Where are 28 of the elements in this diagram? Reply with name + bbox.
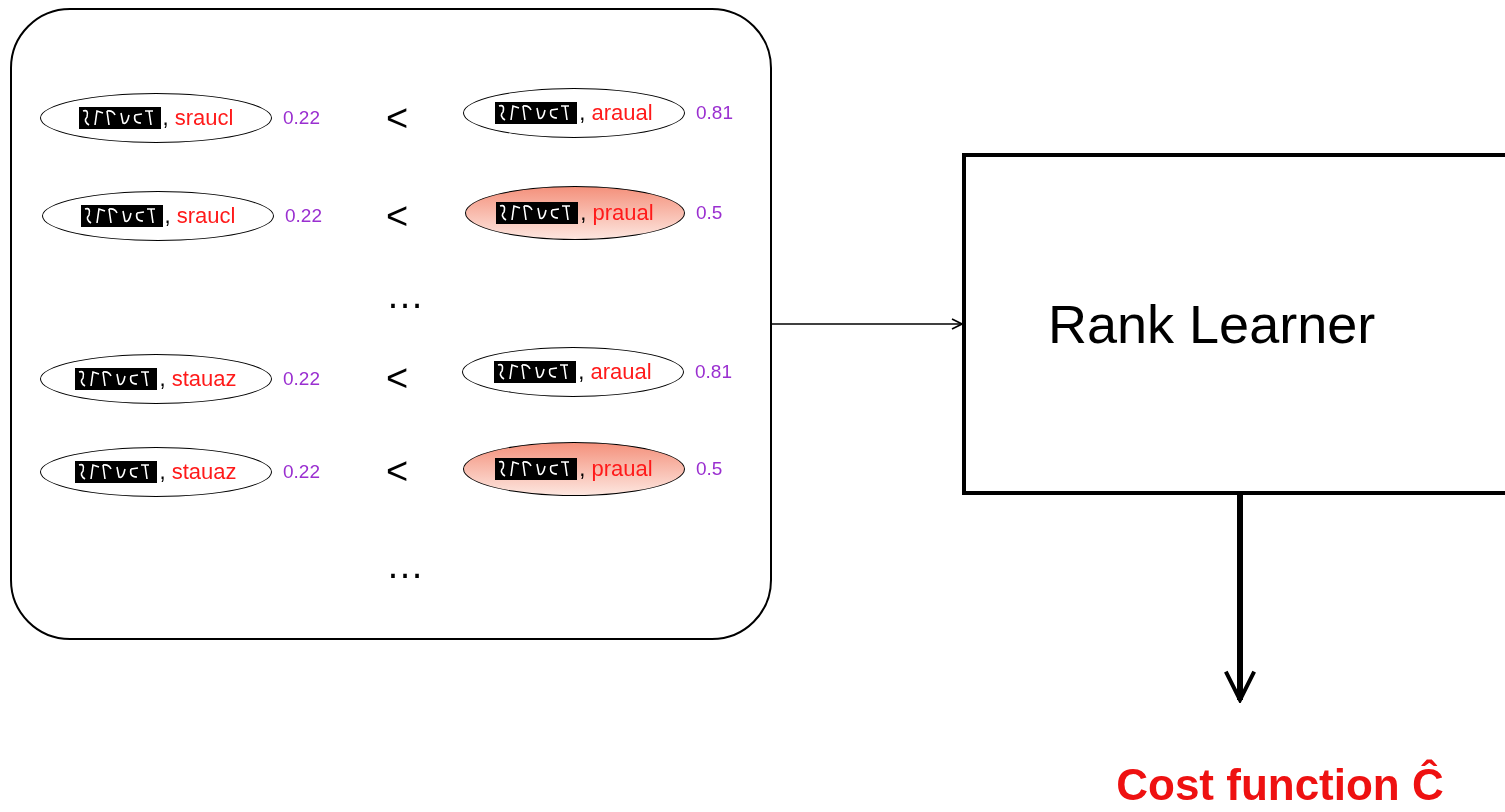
score-value: 0.5 bbox=[696, 202, 723, 224]
comparison-symbol: < bbox=[385, 194, 409, 238]
score-value: 0.22 bbox=[283, 461, 320, 483]
box-label: Rank Learner bbox=[1048, 293, 1376, 355]
sample-label: , stauaz bbox=[159, 459, 237, 485]
sample-label: , stauaz bbox=[159, 366, 237, 392]
arrow bbox=[1223, 495, 1257, 702]
score-value: 0.5 bbox=[696, 458, 723, 480]
comparison-symbol: … bbox=[386, 543, 424, 587]
sample-label: , praual bbox=[580, 200, 654, 226]
score-value: 0.22 bbox=[283, 368, 320, 390]
comparison-symbol: < bbox=[385, 356, 409, 400]
sample-label: , sraucl bbox=[162, 105, 234, 131]
sample-label: , praual bbox=[579, 456, 653, 482]
arrow bbox=[771, 318, 963, 330]
sample-label: , araual bbox=[579, 100, 653, 126]
score-value: 0.81 bbox=[695, 361, 732, 383]
comparison-symbol: … bbox=[386, 273, 424, 317]
output-label: Cost function Ĉ bbox=[1116, 760, 1444, 810]
process-box bbox=[962, 153, 1505, 495]
comparison-symbol: < bbox=[385, 449, 409, 493]
comparison-symbol: < bbox=[385, 96, 409, 140]
sample-label: , sraucl bbox=[164, 203, 236, 229]
score-value: 0.22 bbox=[283, 107, 320, 129]
sample-label: , araual bbox=[578, 359, 652, 385]
score-value: 0.81 bbox=[696, 102, 733, 124]
rounded-panel bbox=[10, 8, 772, 640]
score-value: 0.22 bbox=[285, 205, 322, 227]
